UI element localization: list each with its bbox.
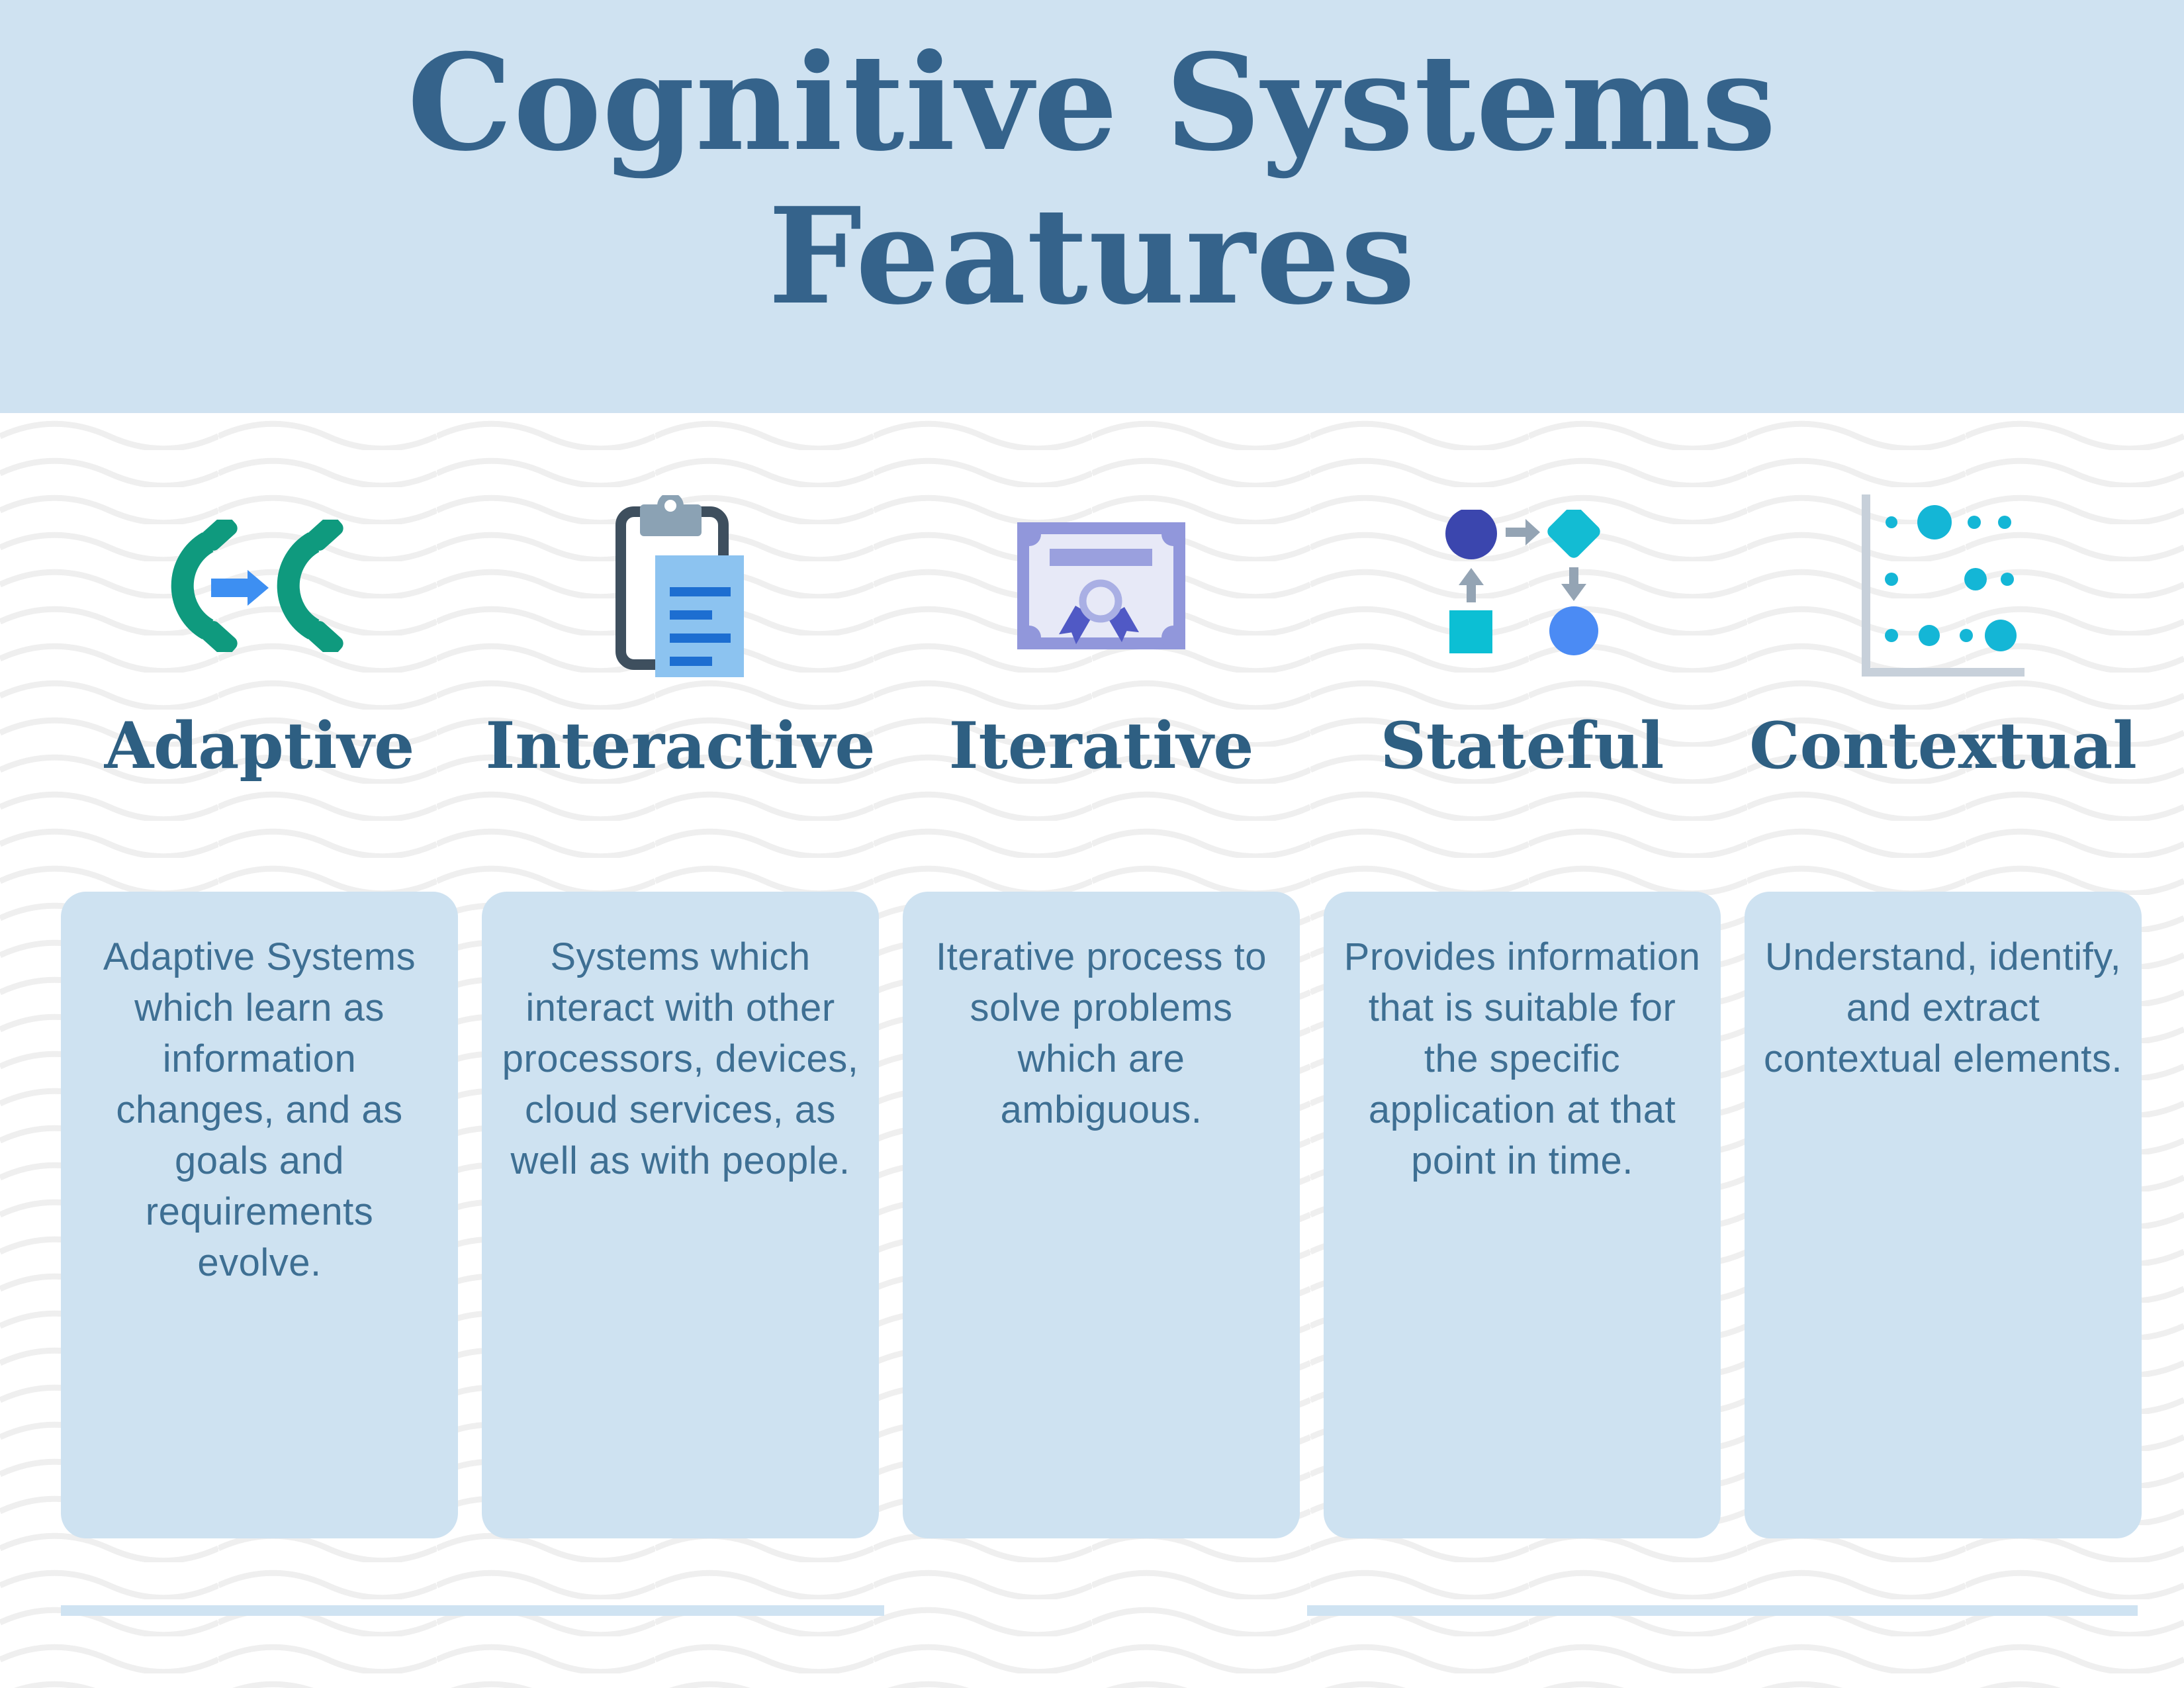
card-interactive: Systems which interact with other proces…	[482, 892, 879, 1538]
column-contextual-icon-cell	[1745, 490, 2142, 682]
cards-row: Adaptive Systems which learn as informat…	[61, 892, 2142, 1538]
page-title-line1: Cognitive Systems	[407, 25, 1777, 181]
card-contextual: Understand, identify, and extract contex…	[1745, 892, 2142, 1538]
column-stateful-icon-cell	[1324, 490, 1721, 682]
card-interactive-text: Systems which interact with other proces…	[502, 935, 859, 1182]
card-iterative-text: Iterative process to solve problems whic…	[936, 935, 1267, 1131]
card-adaptive-text: Adaptive Systems which learn as informat…	[103, 935, 416, 1284]
label-interactive: Interactive	[485, 708, 876, 783]
card-adaptive: Adaptive Systems which learn as informat…	[61, 892, 458, 1538]
label-stateful: Stateful	[1380, 708, 1664, 783]
call-forward-icon	[171, 520, 343, 652]
data-points	[1885, 505, 2017, 651]
footer-bar-right	[1307, 1605, 2138, 1616]
page-title-line2: Features	[768, 179, 1416, 334]
certificate-icon	[1017, 522, 1185, 649]
page-title: Cognitive Systems Features	[0, 0, 2184, 334]
label-adaptive: Adaptive	[104, 708, 415, 783]
label-iterative: Iterative	[948, 708, 1254, 783]
header: Cognitive Systems Features	[0, 0, 2184, 413]
card-iterative: Iterative process to solve problems whic…	[903, 892, 1300, 1538]
scatter-plot-icon	[1862, 494, 2025, 677]
flowchart-icon	[1445, 510, 1600, 655]
column-interactive-icon-cell	[482, 490, 879, 682]
clipboard-document-icon	[615, 494, 744, 677]
flow-arrows	[1459, 519, 1586, 602]
card-stateful-text: Provides information that is suitable fo…	[1343, 935, 1701, 1182]
column-iterative-icon-cell	[903, 490, 1300, 682]
icons-row	[61, 490, 2142, 682]
labels-row: Adaptive Interactive Iterative Stateful …	[61, 703, 2142, 789]
card-contextual-text: Understand, identify, and extract contex…	[1764, 935, 2122, 1080]
footer-bar-left	[61, 1605, 884, 1616]
label-contextual: Contextual	[1749, 708, 2137, 783]
column-adaptive-icon-cell	[61, 490, 458, 682]
axes	[1862, 494, 2025, 677]
forward-arrow-icon	[211, 570, 269, 606]
card-stateful: Provides information that is suitable fo…	[1324, 892, 1721, 1538]
